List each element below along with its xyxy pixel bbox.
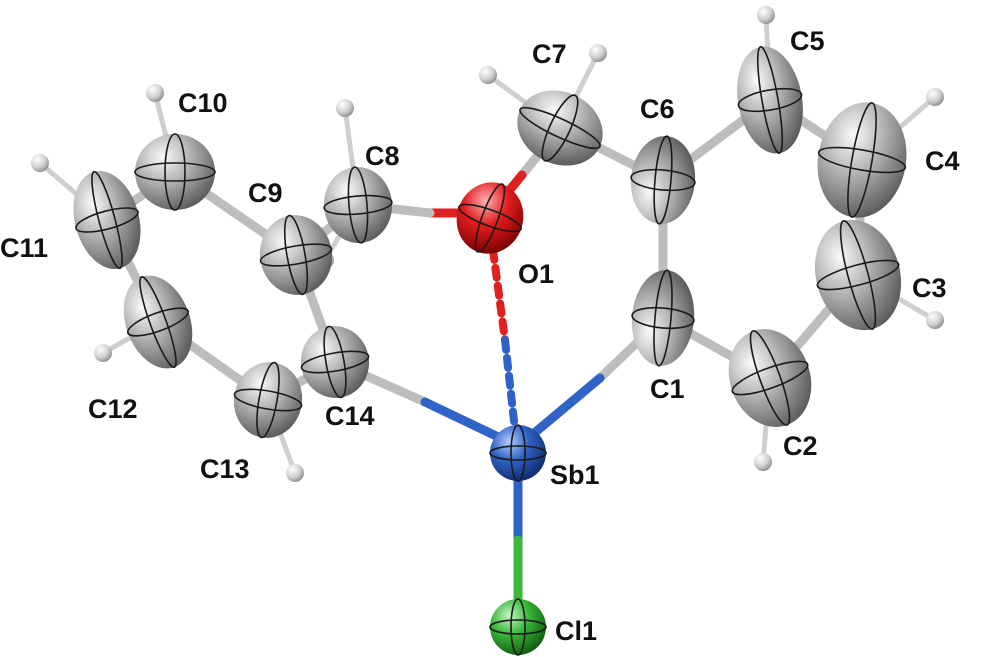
carbon-atom-c14: [300, 325, 370, 399]
label-c9: C9: [248, 178, 283, 208]
hydrogen-atom-c4: [926, 88, 944, 106]
atom-labels: C1 C2 C3 C4 C5 C6 C7 C8 C9 C10 C11 C12 C…: [0, 26, 960, 646]
carbon-atom-c5: [737, 46, 803, 154]
hydrogen-atom-c10: [146, 84, 164, 102]
carbon-atom-c2: [728, 329, 812, 427]
hydrogen-atom-c5: [757, 6, 775, 24]
bond-o1-sb1-dashed-red: [489, 246, 509, 344]
label-c1: C1: [650, 374, 685, 404]
label-sb1: Sb1: [550, 460, 600, 490]
carbon-atom-c11: [73, 170, 141, 270]
label-cl1: Cl1: [555, 616, 597, 646]
hydrogen-atom-c2: [754, 453, 772, 471]
hydrogen-atom-c8a: [336, 99, 354, 117]
label-o1: O1: [518, 259, 554, 289]
carbon-atom-c7: [517, 90, 603, 166]
hydrogen-atom-c3: [926, 311, 944, 329]
carbon-atom-c10: [134, 133, 216, 211]
label-c5: C5: [790, 26, 825, 56]
carbon-atom-c6: [630, 135, 696, 225]
carbon-atom-c12: [123, 275, 193, 369]
heavy-atoms: [73, 46, 907, 656]
carbon-atom-c13: [233, 361, 303, 439]
label-c8: C8: [365, 141, 400, 171]
antimony-atom-sb1: [489, 424, 547, 482]
hydrogen-atom-c13: [286, 464, 304, 482]
hydrogen-atom-c7b: [589, 44, 607, 62]
oxygen-atom-o1: [456, 182, 524, 254]
label-c3: C3: [912, 273, 947, 303]
bond-o1-sb1-dashed-blue: [501, 336, 519, 434]
label-c7: C7: [532, 39, 567, 69]
carbon-atom-c9: [259, 214, 333, 296]
label-c2: C2: [783, 431, 818, 461]
label-c6: C6: [640, 94, 675, 124]
carbon-atom-c4: [817, 102, 907, 218]
chlorine-atom-cl1: [489, 598, 547, 656]
label-c14: C14: [325, 401, 375, 431]
carbon-atom-c8: [323, 166, 393, 244]
carbon-atom-c1: [631, 269, 695, 367]
label-c10: C10: [178, 88, 228, 118]
carbon-atom-c3: [814, 219, 902, 331]
label-c12: C12: [88, 394, 138, 424]
label-c4: C4: [925, 146, 960, 176]
hydrogen-atom-c12: [94, 344, 112, 362]
label-c11: C11: [0, 233, 48, 263]
hydrogen-atom-c7a: [479, 66, 497, 84]
label-c13: C13: [200, 454, 250, 484]
hydrogen-atom-c11: [31, 154, 49, 172]
